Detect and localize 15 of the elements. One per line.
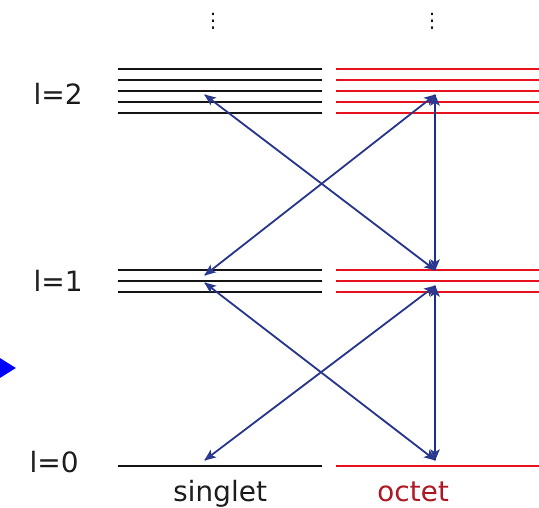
transition-arrow: [430, 94, 440, 271]
energy-level-lines: [118, 67, 322, 115]
level-label: l=1: [33, 268, 83, 296]
energy-level-lines: [336, 67, 539, 115]
energy-level-lines: [336, 464, 539, 468]
continuation-dots: ⋮: [203, 10, 223, 30]
level-label: l=2: [33, 81, 83, 109]
energy-level-lines: [118, 464, 322, 468]
continuation-dots: ⋮: [422, 10, 442, 30]
level-label: octet: [377, 478, 449, 506]
energy-level-lines: [336, 268, 539, 294]
level-label: l=0: [29, 449, 79, 477]
level-label: singlet: [173, 478, 267, 506]
energy-level-lines: [118, 268, 322, 294]
transition-arrow: [430, 285, 440, 461]
